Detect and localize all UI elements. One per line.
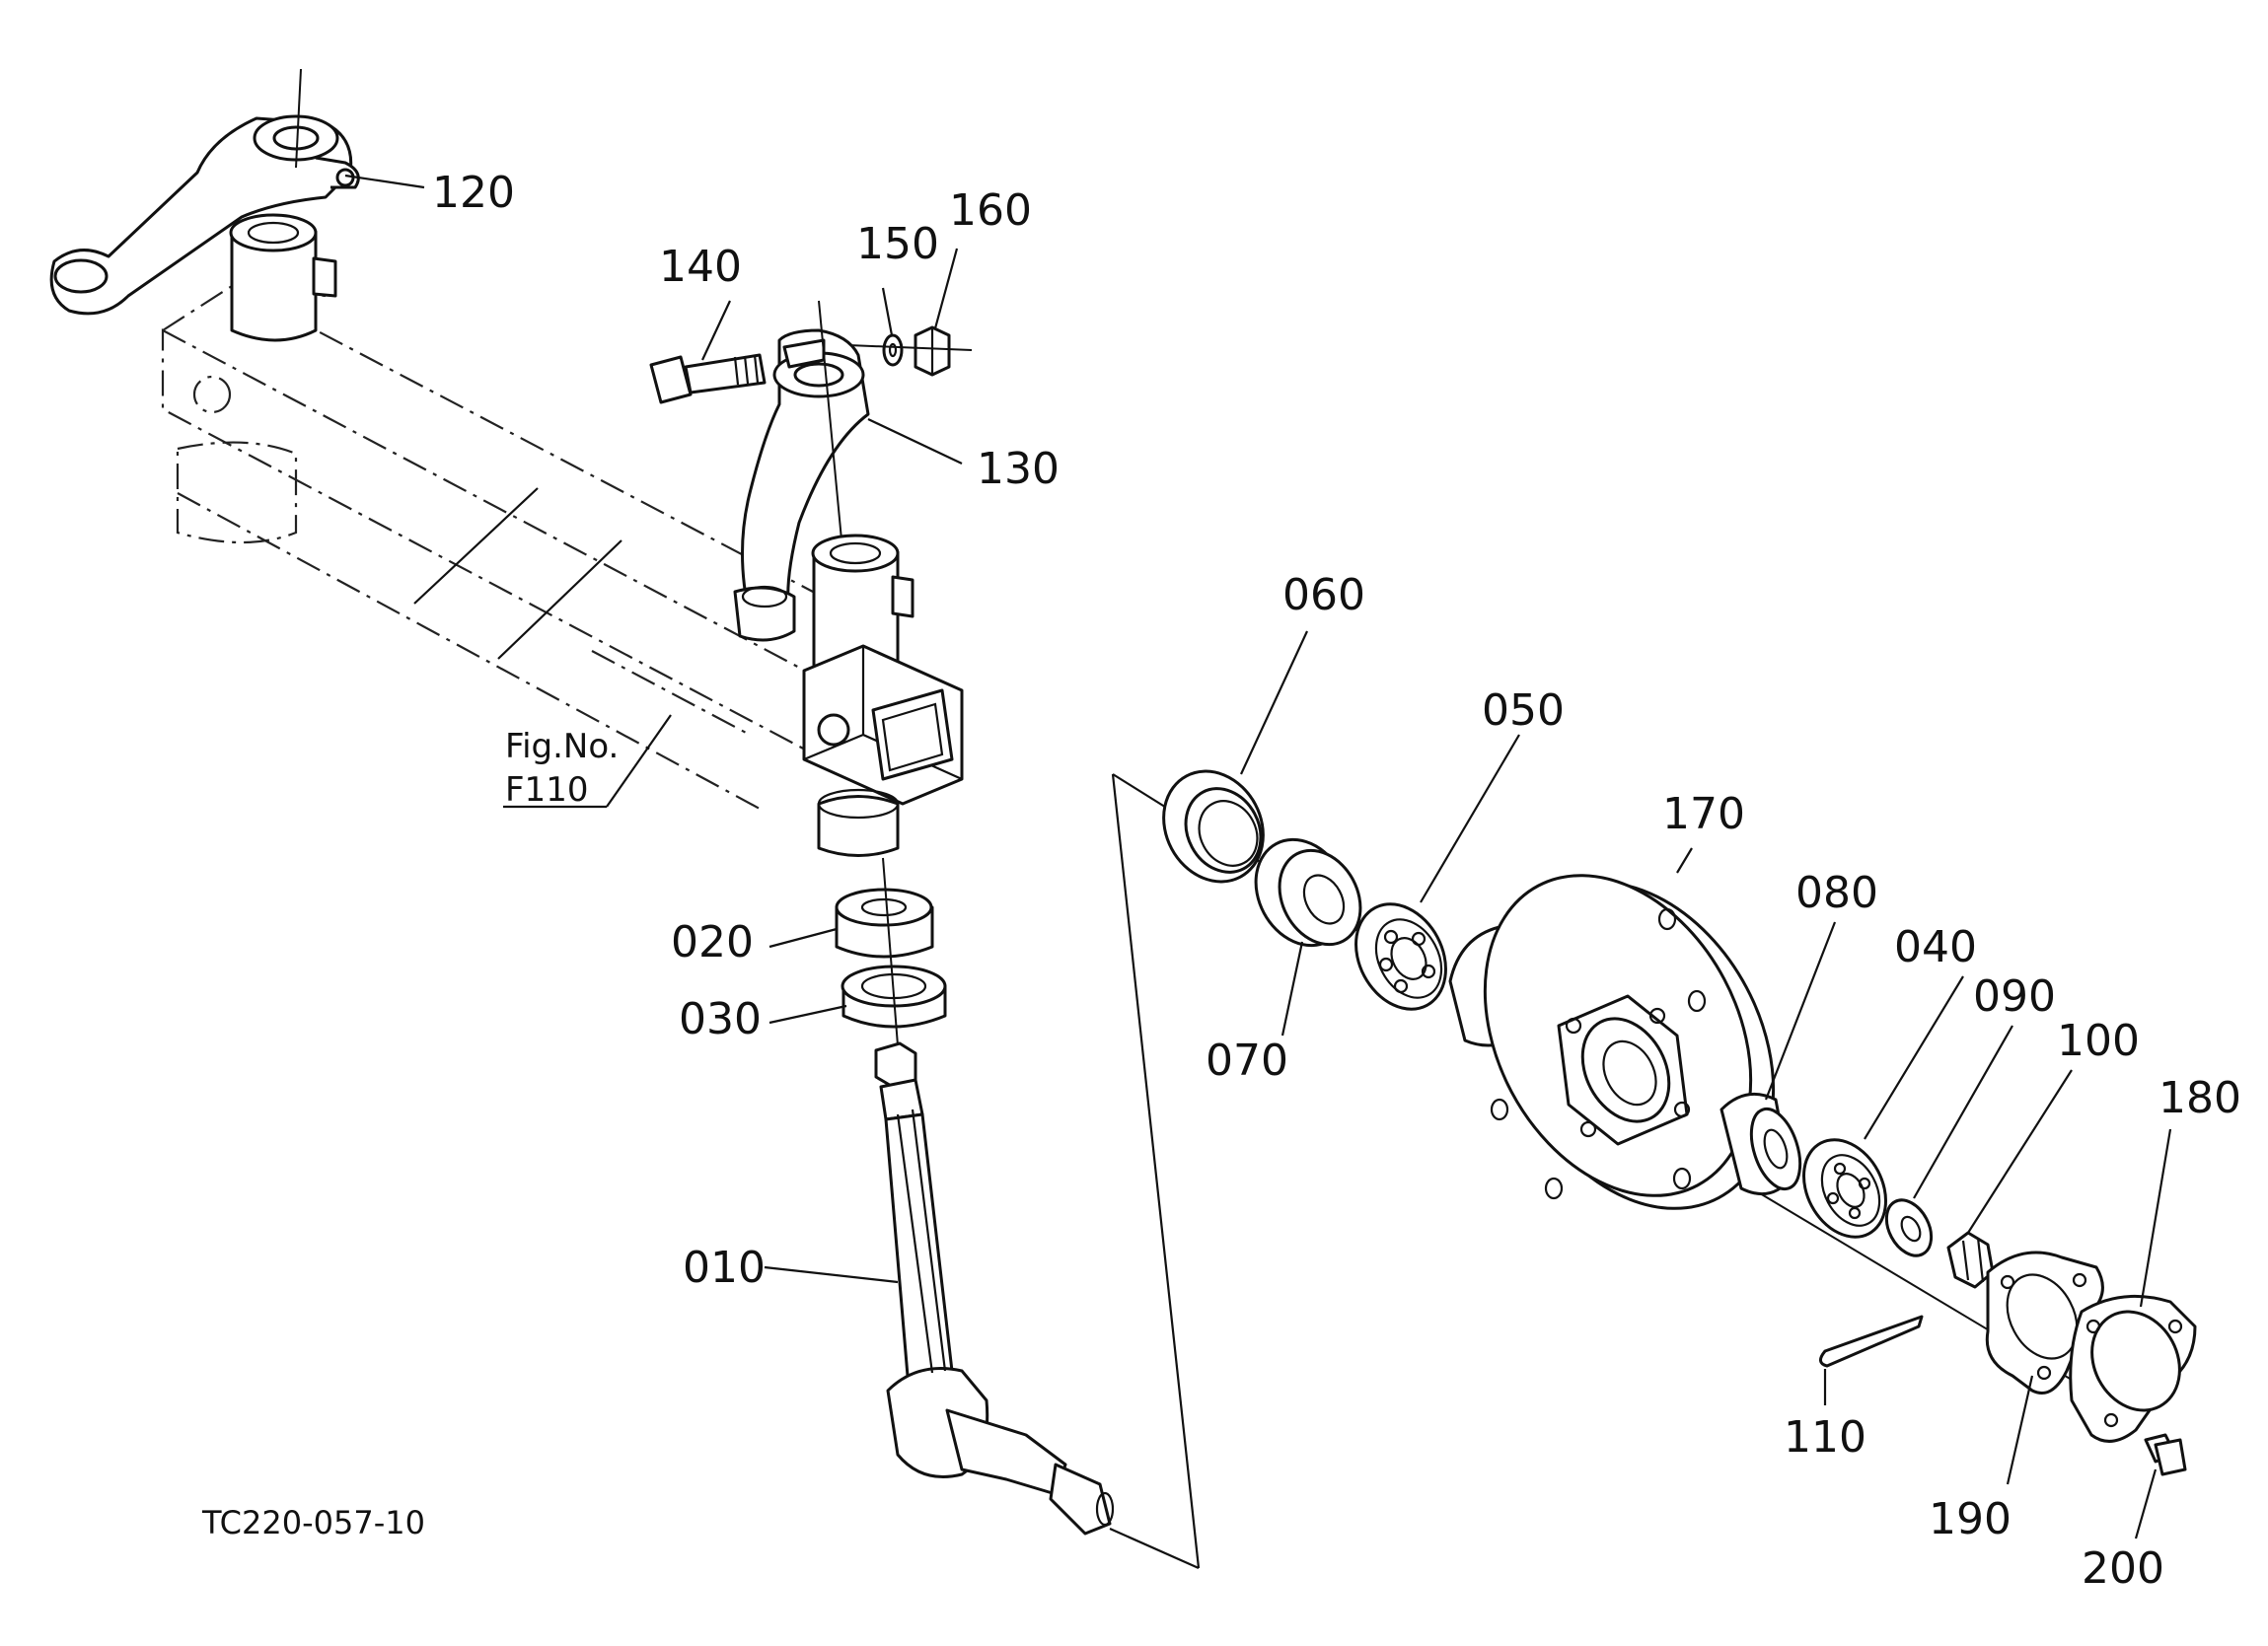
- label-190: 190: [1929, 1494, 2012, 1544]
- right-kingpin-boss: [811, 534, 915, 682]
- label-200: 200: [2082, 1543, 2164, 1594]
- gasket-190: [1985, 1251, 2104, 1395]
- washer-150: [882, 333, 904, 367]
- label-020: 020: [671, 917, 754, 967]
- nut-160: [914, 325, 951, 377]
- left-kingpin-boss: [229, 213, 337, 342]
- label-010: 010: [683, 1243, 766, 1293]
- knuckle-arm-130: [733, 300, 870, 642]
- label-080: 080: [1795, 868, 1878, 918]
- ball-bearing-050: [1354, 902, 1447, 1011]
- drawing-code: TC220-057-10: [201, 1504, 425, 1541]
- castle-nut-100: [1946, 1231, 1995, 1289]
- label-090: 090: [1973, 971, 2056, 1022]
- label-100: 100: [2057, 1016, 2140, 1066]
- wheel-hub-170: [1448, 874, 1776, 1210]
- thrust-bearing-020: [835, 888, 934, 959]
- label-070: 070: [1206, 1036, 1288, 1086]
- label-160: 160: [949, 185, 1032, 236]
- part-labels: 120 140 150 160 130 060 050 170 080 040 …: [432, 168, 2241, 1594]
- axle-end-box: [802, 644, 964, 857]
- label-030: 030: [679, 994, 762, 1044]
- bolt-140: [649, 353, 767, 404]
- figure-ref-line1: Fig.No.: [505, 727, 619, 766]
- washer-090: [1884, 1198, 1934, 1257]
- label-120: 120: [432, 168, 515, 218]
- label-140: 140: [659, 242, 742, 292]
- label-110: 110: [1784, 1412, 1866, 1463]
- label-130: 130: [977, 444, 1060, 494]
- figure-reference: Fig.No. F110: [505, 727, 619, 810]
- figure-ref-line2: F110: [505, 770, 588, 810]
- label-150: 150: [856, 219, 939, 269]
- seal-060: [1162, 769, 1265, 884]
- spindle-010: [874, 1041, 1115, 1536]
- label-040: 040: [1894, 922, 1977, 972]
- label-170: 170: [1662, 789, 1745, 839]
- spacer-080: [1719, 1092, 1802, 1196]
- hub-cap-180: [2069, 1294, 2197, 1443]
- leader-lines: [344, 174, 2172, 1539]
- bearing-040: [1802, 1138, 1887, 1239]
- label-050: 050: [1482, 685, 1565, 736]
- label-060: 060: [1282, 570, 1365, 620]
- grease-nipple-200: [2144, 1433, 2187, 1476]
- label-180: 180: [2158, 1073, 2241, 1123]
- bearing-cup-070: [1254, 837, 1362, 948]
- knuckle-arm-120: [49, 68, 360, 316]
- cotter-pin-110: [1819, 1315, 1924, 1368]
